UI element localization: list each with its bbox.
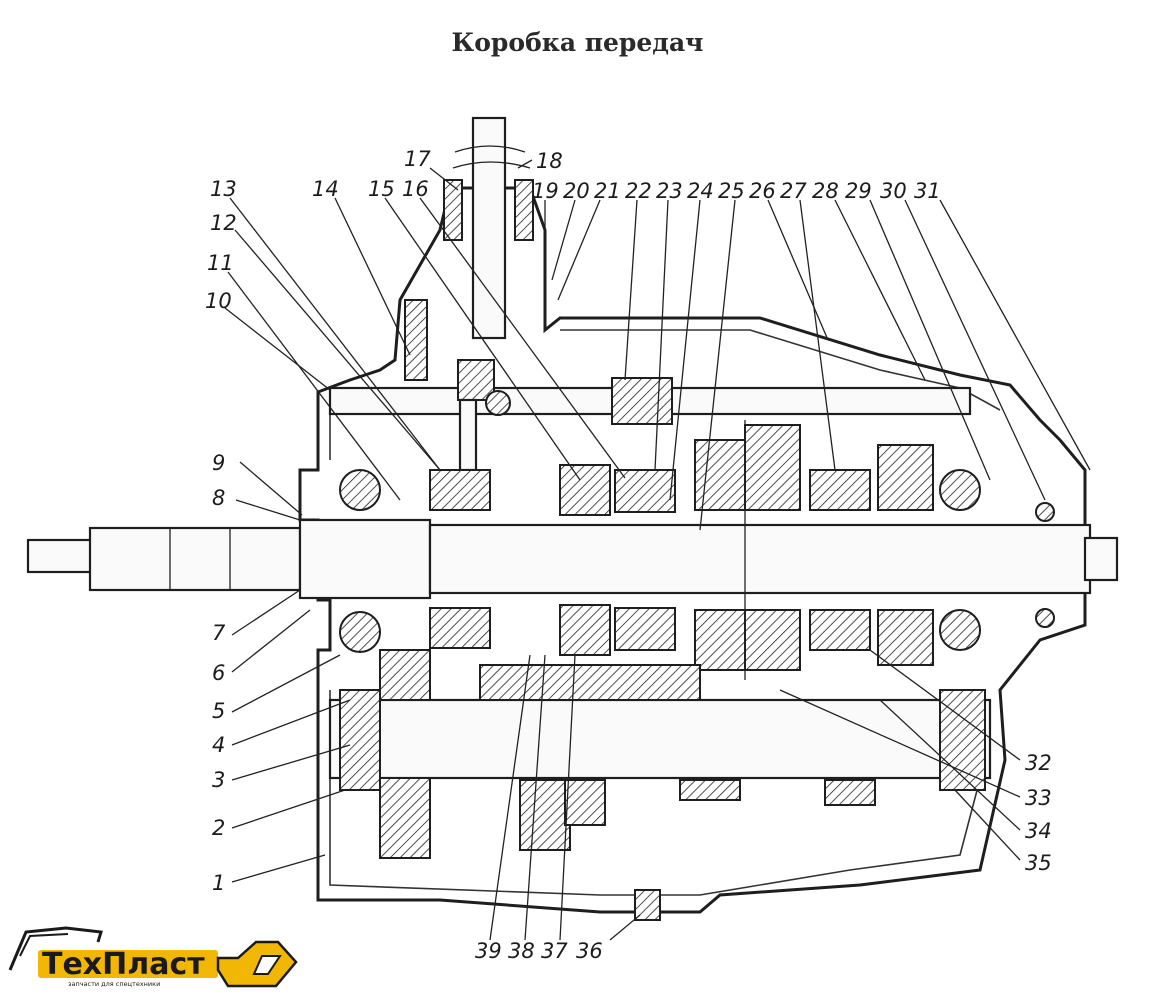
- callout-1: 1: [212, 871, 225, 895]
- excavator-arm-icon: [8, 926, 103, 971]
- callout-19: 19: [532, 179, 559, 203]
- countershaft: [328, 649, 992, 921]
- callout-22: 22: [625, 179, 652, 203]
- company-logo: ТехПласт запчасти для спецтехники: [8, 926, 298, 988]
- callout-31: 31: [914, 179, 941, 203]
- callout-7: 7: [212, 621, 226, 645]
- callout-5: 5: [212, 699, 225, 723]
- excavator-bucket-icon: [216, 940, 298, 988]
- callout-21: 21: [594, 179, 621, 203]
- callout-39: 39: [475, 939, 502, 963]
- callout-25: 25: [718, 179, 745, 203]
- callout-6: 6: [212, 661, 225, 685]
- callout-29: 29: [845, 179, 872, 203]
- callout-2: 2: [212, 816, 225, 840]
- main-shaft-gears: [429, 420, 934, 680]
- gearbox-housing: [298, 116, 1087, 914]
- callout-20: 20: [563, 179, 590, 203]
- callout-4: 4: [212, 733, 225, 757]
- callout-37: 37: [541, 939, 568, 963]
- callout-33: 33: [1025, 786, 1052, 810]
- callout-14: 14: [312, 177, 339, 201]
- callout-36: 36: [576, 939, 603, 963]
- callout-34: 34: [1025, 819, 1052, 843]
- callout-3: 3: [212, 768, 225, 792]
- callout-26: 26: [749, 179, 776, 203]
- callout-30: 30: [880, 179, 907, 203]
- callout-27: 27: [780, 179, 807, 203]
- callout-17: 17: [404, 147, 431, 171]
- callout-10: 10: [205, 289, 232, 313]
- callout-11: 11: [207, 251, 234, 275]
- callout-28: 28: [812, 179, 839, 203]
- callout-labels: 17 18 13 14 15 16 19 20 21 22 23 24 25 2…: [205, 147, 1052, 963]
- diagram-title: Коробка передач: [451, 28, 704, 57]
- callout-35: 35: [1025, 851, 1052, 875]
- callout-18: 18: [536, 149, 563, 173]
- logo-band: [38, 950, 218, 978]
- callout-leader-lines: [224, 159, 1091, 941]
- callout-38: 38: [508, 939, 535, 963]
- callout-32: 32: [1025, 751, 1052, 775]
- callout-24: 24: [687, 179, 714, 203]
- callout-16: 16: [402, 177, 429, 201]
- logo-wordmark: ТехПласт: [42, 947, 205, 982]
- callout-9: 9: [212, 451, 225, 475]
- callout-8: 8: [212, 486, 225, 510]
- logo-tagline: запчасти для спецтехники: [68, 980, 160, 988]
- callout-12: 12: [210, 211, 237, 235]
- callout-15: 15: [368, 177, 395, 201]
- callout-13: 13: [210, 177, 237, 201]
- callout-23: 23: [656, 179, 683, 203]
- input-and-main-shaft: [26, 469, 1119, 653]
